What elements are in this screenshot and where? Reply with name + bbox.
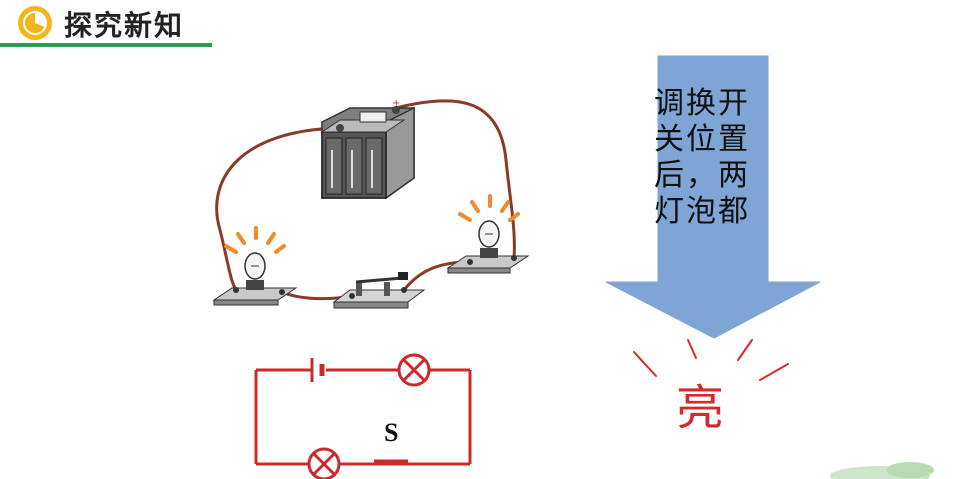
svg-text:+: + (392, 98, 400, 109)
wire-battery-left (215, 126, 341, 291)
section-title: 探究新知 (64, 9, 185, 42)
battery-illustration: + (320, 98, 415, 200)
glow-lines (633, 339, 789, 381)
down-arrow (605, 55, 821, 339)
pie-chart-icon (18, 6, 52, 40)
result-label: 亮 (676, 380, 725, 436)
knife-switch-illustration (332, 272, 426, 309)
header-underline (0, 43, 212, 47)
switch-label: S (384, 418, 399, 447)
right-bulb-illustration (446, 194, 530, 274)
circuit-schematic (254, 368, 472, 466)
schematic-battery-symbol (310, 358, 325, 382)
arrow-caption: 调换开关位置后，两灯泡都 (654, 86, 750, 229)
wire-battery-right (395, 99, 516, 259)
left-bulb-illustration (212, 226, 298, 306)
schematic-lamp-bottom-symbol (307, 447, 341, 479)
corner-decoration (830, 462, 934, 479)
schematic-lamp-top-symbol (397, 353, 431, 387)
section-header: 探究新知 (0, 0, 212, 48)
